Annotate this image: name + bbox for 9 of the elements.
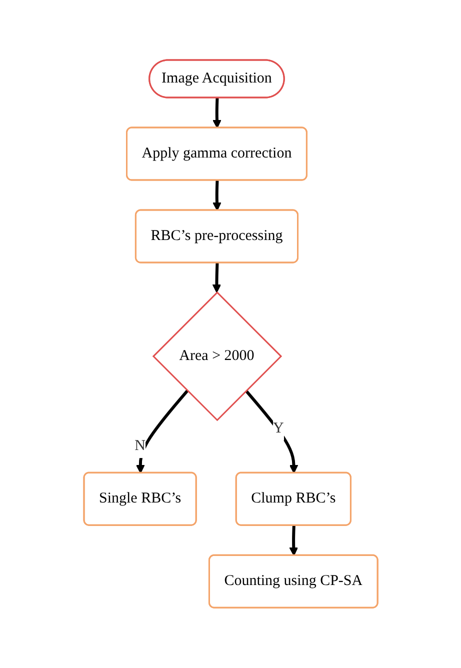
arrow xyxy=(212,180,222,212)
arrow xyxy=(212,98,222,129)
edge-label: Y xyxy=(272,420,284,437)
arrow xyxy=(244,390,298,474)
arrow xyxy=(136,390,188,474)
edge-label: N xyxy=(134,438,146,454)
arrow xyxy=(288,526,298,556)
node-diamond: Area > 2000 xyxy=(152,292,282,422)
arrow xyxy=(212,263,221,294)
